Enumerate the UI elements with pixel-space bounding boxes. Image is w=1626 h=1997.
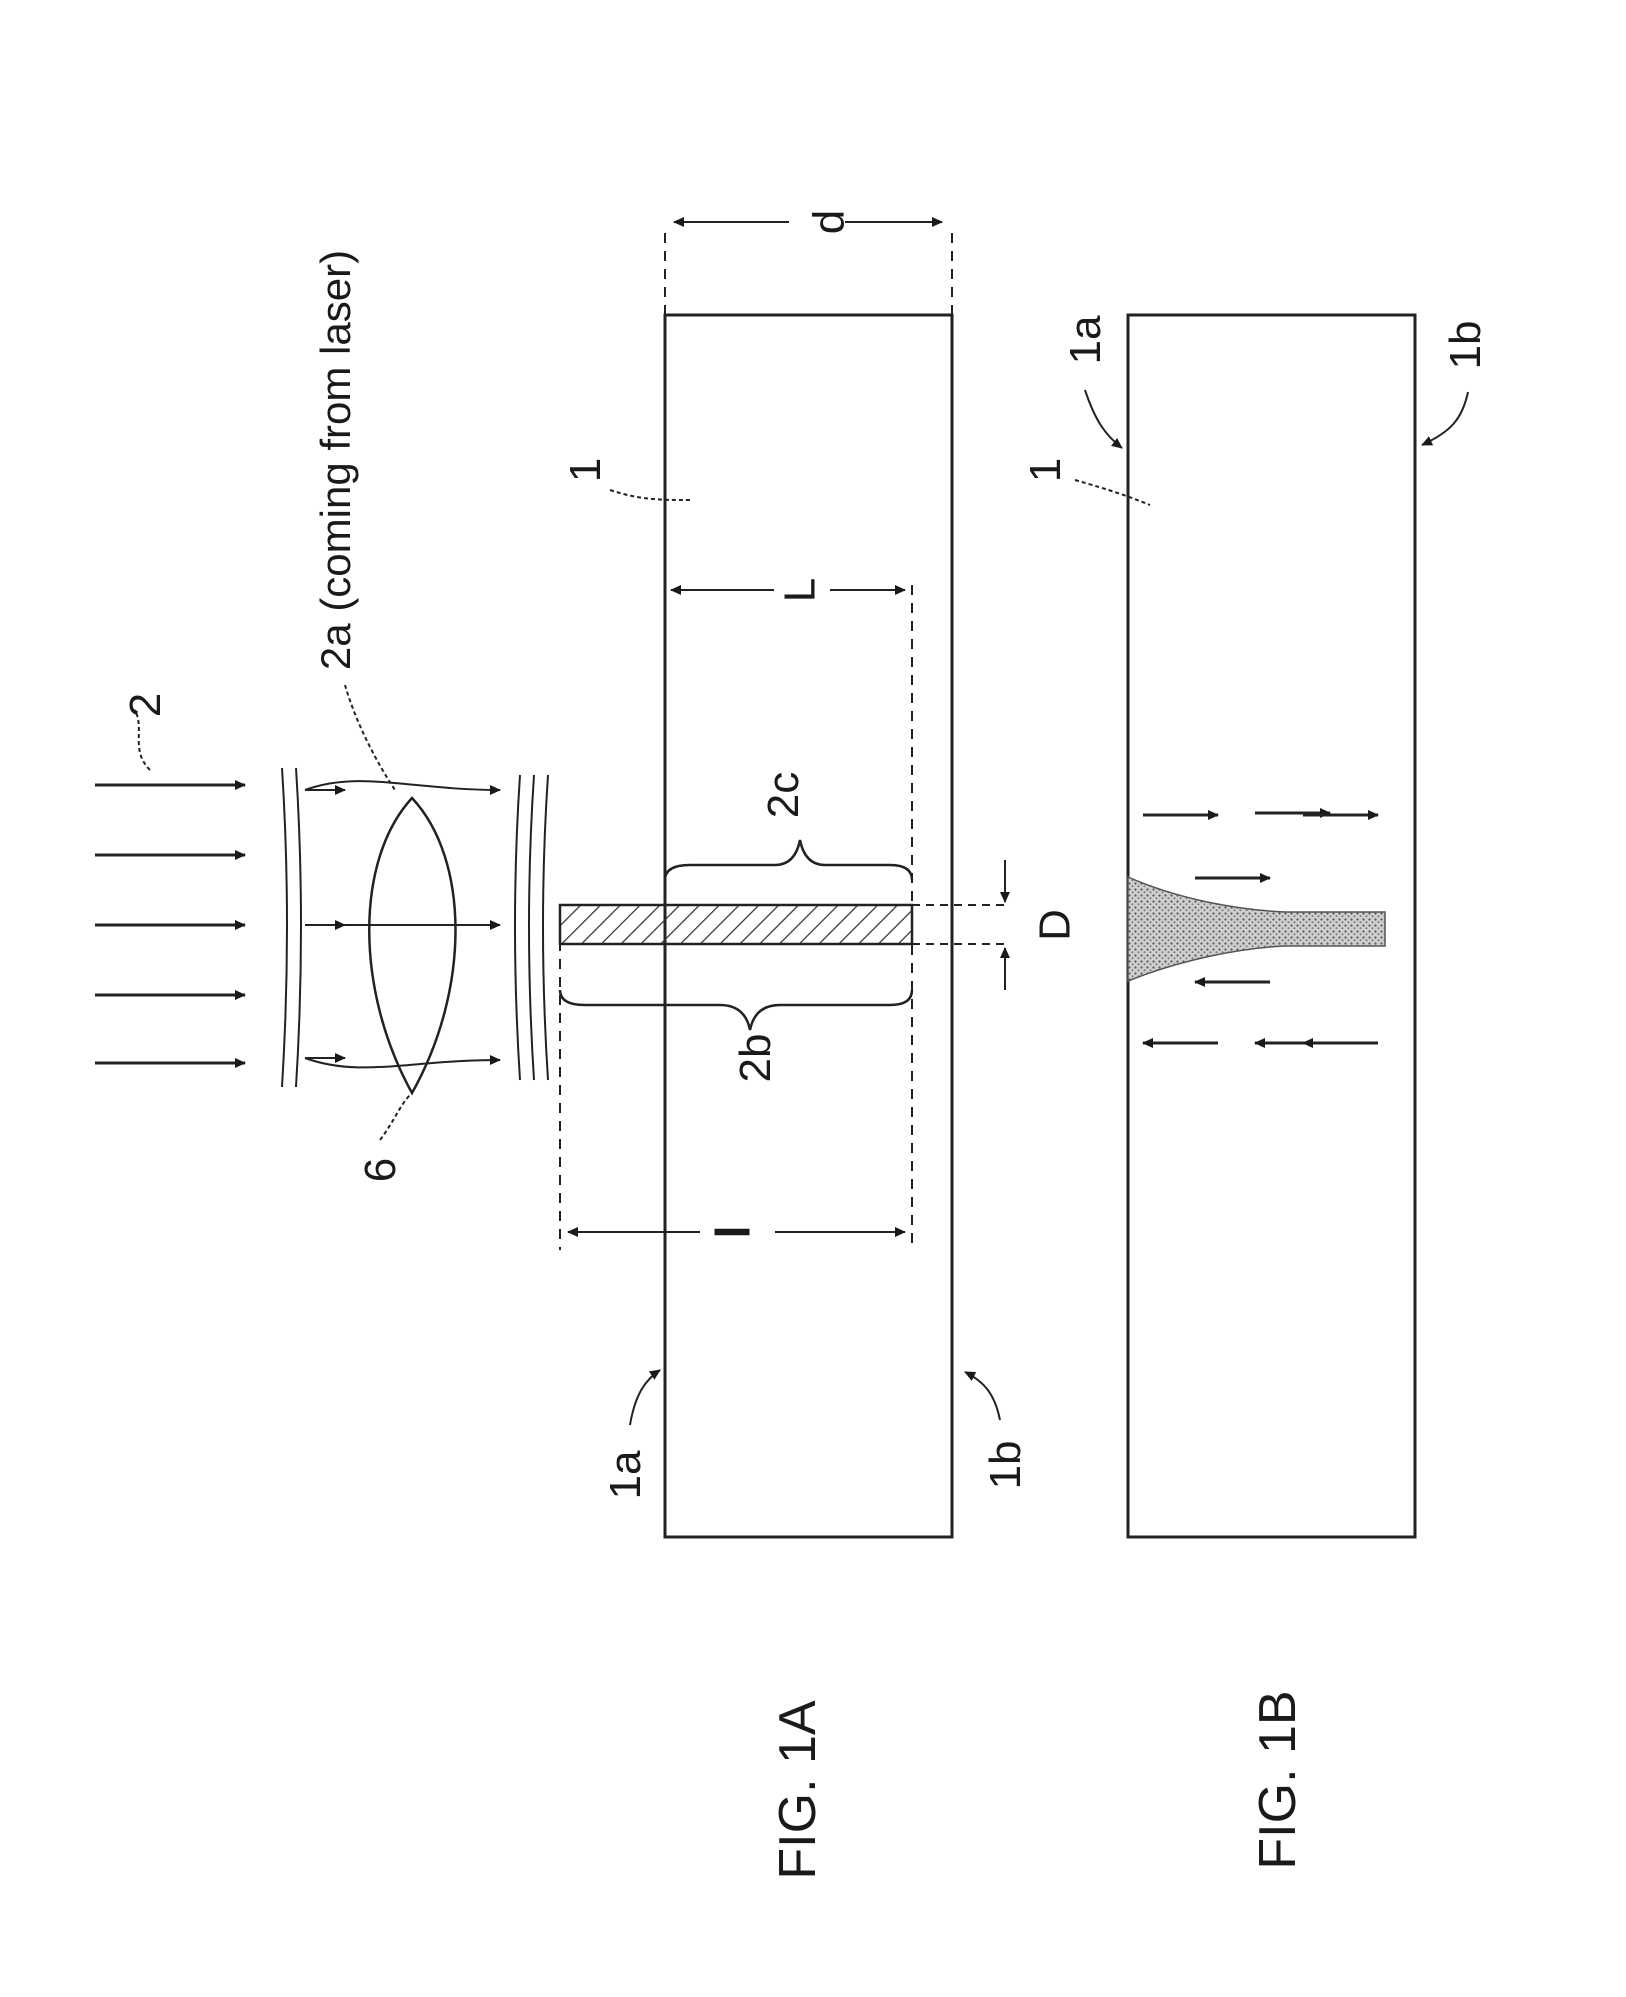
label-surface-bottom: 1b xyxy=(981,1441,1030,1490)
modified-zone xyxy=(1128,877,1385,981)
caption-fig-1b: FIG. 1B xyxy=(1249,1690,1307,1869)
leader-arrow xyxy=(965,1372,1000,1420)
label-substrate: 1 xyxy=(561,458,610,482)
label-length-in-substrate: L xyxy=(776,578,825,602)
leader-line xyxy=(610,490,690,500)
leader-line xyxy=(1075,480,1150,505)
label-beam: 2 xyxy=(121,693,170,717)
laser-rays xyxy=(95,785,245,1063)
label-thickness: d xyxy=(805,210,854,234)
label-focal-line-in-substrate: 2c xyxy=(759,772,808,818)
leader-arrow xyxy=(1422,392,1468,445)
label-diameter: D xyxy=(1031,909,1080,941)
label-beam-desc: 2a (coming from laser) xyxy=(312,250,359,670)
lens xyxy=(369,798,455,1093)
label-focal-line-full: 2b xyxy=(731,1034,780,1083)
wavefronts-after-lens xyxy=(515,775,548,1080)
fig-1a: 2 6 2a (coming from laser) xyxy=(95,210,1080,1880)
caption-fig-1a: FIG. 1A xyxy=(769,1700,827,1879)
label-surface-top: 1a xyxy=(1061,315,1110,364)
leader-line xyxy=(380,1095,410,1140)
brace-2c xyxy=(665,840,912,880)
brace-2b xyxy=(560,990,912,1030)
leader-arrow xyxy=(630,1370,660,1425)
leader-line xyxy=(345,685,395,790)
leader-line xyxy=(135,710,150,770)
fig-1b: 1 1a 1b FIG. 1B xyxy=(1021,315,1490,1870)
leader-arrow xyxy=(1085,390,1122,448)
label-substrate: 1 xyxy=(1021,458,1070,482)
label-surface-top: 1a xyxy=(601,1450,650,1499)
label-lens: 6 xyxy=(356,1158,405,1182)
label-focal-length-total: l xyxy=(708,1225,761,1238)
wavefronts-before-lens xyxy=(282,768,301,1087)
focal-line-hatched xyxy=(560,905,912,944)
rays-through-lens xyxy=(305,781,500,1067)
label-surface-bottom: 1b xyxy=(1441,321,1490,370)
